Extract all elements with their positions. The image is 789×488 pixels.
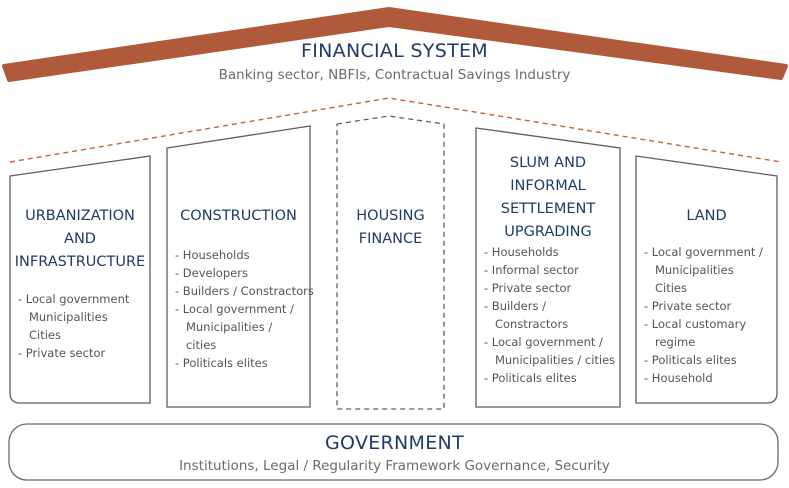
list-item: - Politicals elites	[644, 353, 737, 367]
list-item: Cities	[644, 281, 687, 295]
pillar-list-slum-upgrading: - Households - Informal sector - Private…	[484, 243, 615, 387]
list-item: - Developers	[175, 266, 248, 280]
list-item: - Households	[484, 245, 559, 259]
pillar-box-housing-finance	[336, 115, 445, 410]
list-item: - Private sector	[644, 299, 732, 313]
list-item: - Local government /	[484, 335, 603, 349]
pillar-box-construction	[166, 125, 311, 408]
list-item: Cities	[18, 328, 61, 342]
pillar-list-land: - Local government / Municipalities Citi…	[644, 243, 763, 387]
list-item: - Local government	[18, 292, 130, 306]
dashed-attic-line	[9, 97, 782, 163]
list-item: Municipalities / cities	[484, 353, 616, 367]
list-item: Municipalities	[644, 263, 734, 277]
pillar-box-land	[635, 155, 778, 404]
list-item: - Politicals elites	[484, 371, 577, 385]
list-item: - Builders /	[484, 299, 546, 313]
pillar-title-land: LAND	[686, 208, 727, 224]
pillar-box-slum-upgrading	[475, 127, 621, 408]
list-item: - Private sector	[484, 281, 572, 295]
pillar-list-construction: - Households - Developers - Builders / C…	[175, 246, 314, 372]
pillar-title-construction: CONSTRUCTION	[180, 208, 297, 224]
list-item: cities	[175, 338, 217, 352]
list-item: - Local government /	[175, 302, 294, 316]
financial-system-subtitle: Banking sector, NBFIs, Contractual Savin…	[218, 67, 571, 83]
list-item: - Builders / Constractors	[175, 284, 314, 298]
financial-system-title: FINANCIAL SYSTEM	[301, 40, 488, 62]
list-item: Municipalities /	[175, 320, 273, 334]
list-item: regime	[644, 335, 696, 349]
list-item: - Local government /	[644, 245, 763, 259]
list-item: Constractors	[484, 317, 569, 331]
list-item: - Informal sector	[484, 263, 579, 277]
roof-shape	[2, 7, 788, 82]
pillar-list-urbanization: - Local government Municipalities Cities…	[18, 290, 129, 362]
list-item: - Local customary	[644, 317, 747, 331]
list-item: - Private sector	[18, 346, 106, 360]
pillar-box-urbanization	[9, 155, 151, 404]
list-item: - Households	[175, 248, 250, 262]
government-title: GOVERNMENT	[325, 432, 464, 454]
list-item: Municipalities	[18, 310, 108, 324]
list-item: - Household	[644, 371, 713, 385]
foundation-box	[8, 423, 779, 481]
government-subtitle: Institutions, Legal / Regularity Framewo…	[179, 458, 610, 474]
list-item: - Politicals elites	[175, 356, 268, 370]
